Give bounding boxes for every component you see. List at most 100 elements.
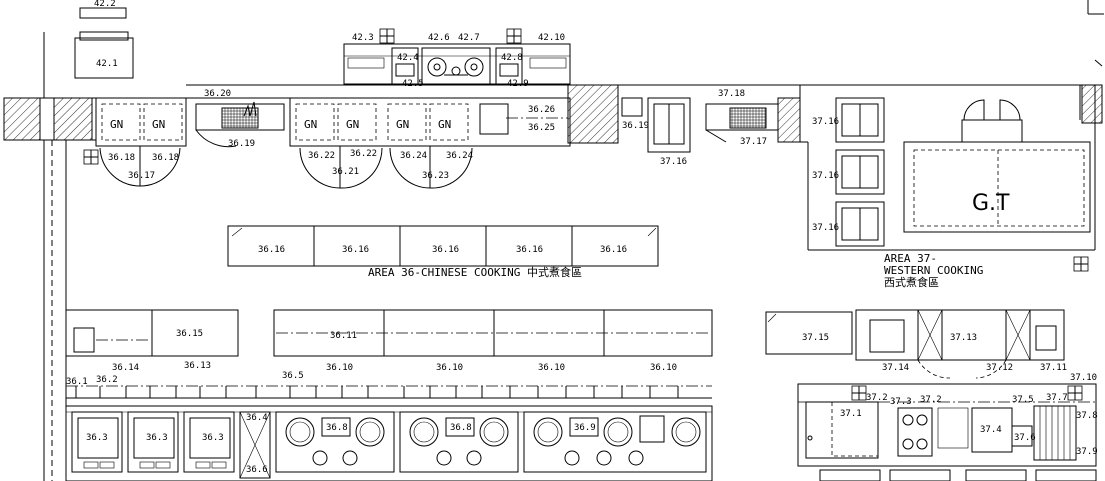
svg-text:37.8: 37.8 bbox=[1076, 411, 1098, 421]
svg-text:36.17: 36.17 bbox=[128, 171, 155, 181]
svg-text:36.16: 36.16 bbox=[516, 245, 543, 255]
svg-text:36.19: 36.19 bbox=[622, 121, 649, 131]
svg-text:GN: GN bbox=[396, 118, 409, 131]
counter-36-10: 36.11 36.10 36.10 36.10 36.10 bbox=[273, 309, 713, 373]
svg-text:36.16: 36.16 bbox=[342, 245, 369, 255]
svg-text:37.1: 37.1 bbox=[840, 409, 862, 419]
svg-text:37.9: 37.9 bbox=[1076, 447, 1098, 457]
svg-text:37.6: 37.6 bbox=[1014, 433, 1036, 443]
svg-text:37.4: 37.4 bbox=[980, 425, 1002, 435]
counter-36-15: 36.15 36.14 36.13 bbox=[65, 309, 239, 373]
svg-text:WESTERN COOKING: WESTERN COOKING bbox=[884, 264, 983, 277]
counter-37-13: 37.15 37.13 37.14 37.12 37.11 bbox=[765, 309, 1067, 379]
svg-text:36.3: 36.3 bbox=[146, 433, 168, 443]
counter-36-16-row: 36.16 36.16 36.16 36.16 36.16 bbox=[227, 225, 659, 267]
wall-column-center bbox=[567, 84, 619, 144]
svg-text:42.1: 42.1 bbox=[96, 59, 118, 69]
svg-text:37.15: 37.15 bbox=[802, 333, 829, 343]
svg-text:37.12: 37.12 bbox=[986, 363, 1013, 373]
svg-text:36.8: 36.8 bbox=[326, 423, 348, 433]
svg-text:42.7: 42.7 bbox=[458, 33, 480, 43]
svg-text:37.18: 37.18 bbox=[718, 89, 745, 99]
svg-text:36.1: 36.1 bbox=[66, 377, 88, 387]
svg-text:36.10: 36.10 bbox=[326, 363, 353, 373]
svg-text:36.10: 36.10 bbox=[538, 363, 565, 373]
area-36-label: AREA 36-CHINESE COOKING 中式煮食區 bbox=[368, 265, 582, 279]
svg-text:36.18: 36.18 bbox=[108, 153, 135, 163]
area-37-label: AREA 37- WESTERN COOKING 西式煮食區 bbox=[884, 252, 983, 289]
grill-36-19: 36.20 36.19 bbox=[195, 89, 285, 149]
svg-text:42.5: 42.5 bbox=[402, 79, 424, 89]
svg-text:36.2: 36.2 bbox=[96, 375, 118, 385]
svg-text:37.3: 37.3 bbox=[890, 397, 912, 407]
counter-gn-left: GN GN 36.18 36.18 36.17 bbox=[83, 97, 187, 187]
cooking-line-37: 37.10 37.2 37.3 37.2 37.5 37.7 37.8 37.9… bbox=[797, 373, 1098, 481]
svg-text:GN: GN bbox=[110, 118, 123, 131]
svg-text:36.10: 36.10 bbox=[436, 363, 463, 373]
svg-text:37.16: 37.16 bbox=[812, 117, 839, 127]
svg-text:36.20: 36.20 bbox=[204, 89, 231, 99]
grill-37-17: 37.18 37.17 bbox=[705, 89, 779, 147]
svg-text:36.24: 36.24 bbox=[446, 151, 473, 161]
svg-text:42.2: 42.2 bbox=[94, 0, 116, 9]
svg-text:42.6: 42.6 bbox=[428, 33, 450, 43]
svg-text:37.17: 37.17 bbox=[740, 137, 767, 147]
svg-text:36.24: 36.24 bbox=[400, 151, 427, 161]
svg-text:GN: GN bbox=[152, 118, 165, 131]
svg-text:37.10: 37.10 bbox=[1070, 373, 1097, 383]
svg-text:36.5: 36.5 bbox=[282, 371, 304, 381]
svg-text:36.8: 36.8 bbox=[450, 423, 472, 433]
svg-text:37.2: 37.2 bbox=[866, 393, 888, 403]
equipment-42-1: 42.2 42.1 bbox=[74, 0, 134, 79]
svg-text:西式煮食區: 西式煮食區 bbox=[884, 275, 939, 289]
svg-text:36.21: 36.21 bbox=[332, 167, 359, 177]
wall-column-left bbox=[3, 97, 41, 141]
svg-text:37.14: 37.14 bbox=[882, 363, 909, 373]
svg-text:36.22: 36.22 bbox=[308, 151, 335, 161]
svg-text:36.6: 36.6 bbox=[246, 465, 268, 475]
wall-column-left-2 bbox=[53, 97, 93, 141]
svg-text:36.3: 36.3 bbox=[202, 433, 224, 443]
svg-text:36.16: 36.16 bbox=[432, 245, 459, 255]
svg-text:36.11: 36.11 bbox=[330, 331, 357, 341]
equipment-36-19-right: 36.19 37.16 bbox=[621, 97, 691, 167]
svg-text:42.4: 42.4 bbox=[397, 53, 419, 63]
svg-text:37.16: 37.16 bbox=[660, 157, 687, 167]
gt-room: G.T bbox=[903, 99, 1091, 233]
counter-gn-center: GN GN GN GN 36.26 36.25 36.22 36.22 36.2… bbox=[289, 97, 571, 189]
svg-text:36.10: 36.10 bbox=[650, 363, 677, 373]
svg-text:AREA 37-: AREA 37- bbox=[884, 252, 937, 265]
svg-text:36.16: 36.16 bbox=[258, 245, 285, 255]
svg-text:36.26: 36.26 bbox=[528, 105, 555, 115]
svg-text:GN: GN bbox=[304, 118, 317, 131]
svg-text:37.11: 37.11 bbox=[1040, 363, 1067, 373]
svg-text:42.10: 42.10 bbox=[538, 33, 565, 43]
svg-text:42.3: 42.3 bbox=[352, 33, 374, 43]
svg-text:42.8: 42.8 bbox=[501, 53, 523, 63]
equipment-42-group: 42.3 42.6 42.7 42.10 42.4 42.5 42.8 42.9 bbox=[343, 28, 571, 89]
svg-text:36.15: 36.15 bbox=[176, 329, 203, 339]
svg-text:36.9: 36.9 bbox=[574, 423, 596, 433]
svg-text:36.3: 36.3 bbox=[86, 433, 108, 443]
svg-text:37.2: 37.2 bbox=[920, 395, 942, 405]
svg-text:42.9: 42.9 bbox=[507, 79, 529, 89]
svg-text:36.23: 36.23 bbox=[422, 171, 449, 181]
svg-text:36.25: 36.25 bbox=[528, 123, 555, 133]
svg-text:36.4: 36.4 bbox=[246, 413, 268, 423]
svg-text:36.18: 36.18 bbox=[152, 153, 179, 163]
svg-text:37.7: 37.7 bbox=[1046, 393, 1068, 403]
svg-text:37.13: 37.13 bbox=[950, 333, 977, 343]
wall-column-right bbox=[777, 97, 801, 143]
svg-text:37.16: 37.16 bbox=[812, 171, 839, 181]
svg-text:GN: GN bbox=[346, 118, 359, 131]
svg-text:36.13: 36.13 bbox=[184, 361, 211, 371]
svg-text:GN: GN bbox=[438, 118, 451, 131]
cooking-line-36: 36.1 36.2 36.5 36.3 36.3 36.3 36.4 36.6 … bbox=[65, 371, 713, 481]
units-37-16: 37.16 37.16 37.16 bbox=[812, 97, 885, 247]
walls bbox=[3, 0, 1104, 481]
wall-column-far-right bbox=[1081, 84, 1103, 124]
svg-text:37.5: 37.5 bbox=[1012, 395, 1034, 405]
svg-text:37.16: 37.16 bbox=[812, 223, 839, 233]
